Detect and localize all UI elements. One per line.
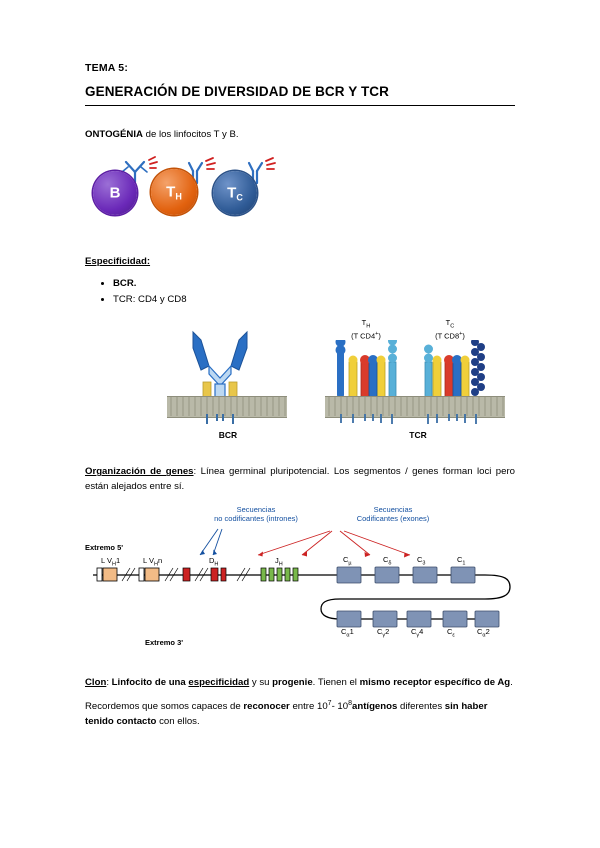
especificidad-heading-text: Especificidad: — [85, 255, 151, 267]
tcr-tc-tails — [427, 414, 477, 425]
gene-label-ca2: Cα2 — [477, 627, 490, 639]
gene-locus-figure: Secuencias no codificantes (intrones) Se… — [85, 505, 515, 660]
tcr-receptor-th-icon — [187, 156, 216, 184]
gene-label-ca1: Cα1 — [341, 627, 354, 639]
locus-diagram — [93, 566, 511, 628]
annotation-exons: Secuencias Codificantes (exones) — [356, 505, 430, 524]
membrane-band-bcr — [167, 396, 287, 419]
extremo-5-label: Extremo 5' — [85, 543, 124, 553]
organizacion-text: : Línea germinal pluripotencial. Los seg… — [85, 466, 515, 493]
bcr-tcr-membrane-figure: TH (T CD4+) TC (T CD8+) — [85, 318, 515, 453]
tcr-th-panel — [335, 340, 397, 399]
tema-label: TEMA 5: — [85, 62, 129, 74]
th-column-label: TH (T CD4+) — [351, 318, 381, 341]
page-title: GENERACIÓN DE DIVERSIDAD DE BCR Y TCR — [85, 84, 515, 106]
ontogenia-keyword: ONTOGÉNIA — [85, 129, 143, 140]
gene-label-cdelta: Cδ — [383, 555, 392, 567]
cell-th: TH — [151, 168, 197, 215]
bcr-label: BCR — [218, 430, 238, 441]
gene-label-dh: DH — [209, 556, 219, 568]
gene-label-c3: C3 — [417, 555, 426, 567]
ontogenia-rest: de los linfocitos T y B. — [142, 129, 239, 140]
recordemos-paragraph: Recordemos que somos capaces de reconoce… — [85, 699, 488, 727]
especificidad-list: BCR. TCR: CD4 y CD8 — [85, 276, 515, 309]
gene-label-c4: Cγ4 — [411, 627, 424, 639]
gene-label-c7: Cγ2 — [377, 627, 390, 639]
tcr-receptor-tc-icon — [247, 156, 276, 184]
gene-label-c1: C1 — [457, 555, 466, 567]
bcr-cytoplasmic-tails — [206, 414, 234, 425]
bcr-receptor-icon — [121, 155, 158, 183]
annotation-arrows — [199, 528, 411, 558]
gene-label-lv1: L VH1 — [101, 556, 121, 568]
lymphocyte-cells-figure: B TH — [85, 155, 515, 233]
membrane-tails-tc — [412, 396, 504, 417]
organizacion-paragraph: Organización de genes: Línea germinal pl… — [85, 465, 515, 495]
especificidad-heading: Especificidad: — [85, 255, 515, 270]
membrane-tails-bcr — [170, 396, 286, 417]
tcr-label: TCR — [409, 430, 427, 441]
membrane-tails-th — [328, 396, 420, 417]
cell-tc-label: TC — [227, 184, 243, 203]
clon-paragraph: Clon: Linfocito de una especificidad y s… — [85, 677, 513, 689]
extremo-3-label: Extremo 3' — [145, 638, 184, 648]
ontogenia-paragraph: ONTOGÉNIA de los linfocitos T y B. — [85, 128, 515, 143]
organizacion-keyword: Organización de genes — [85, 466, 194, 478]
gene-label-cepsilon: Cε — [447, 627, 455, 639]
gene-label-jh: JH — [275, 556, 283, 568]
cell-tc: TC — [213, 170, 257, 215]
gene-label-lvn: L VHn — [143, 556, 163, 568]
cell-th-label: TH — [166, 183, 182, 202]
document-content: TEMA 5: GENERACIÓN DE DIVERSIDAD DE BCR … — [85, 62, 515, 730]
tcr-th-tails — [340, 414, 393, 425]
cell-b-label: B — [109, 184, 121, 202]
list-item: TCR: CD4 y CD8 — [113, 292, 515, 308]
clon-keyword: Clon — [85, 677, 107, 689]
gene-label-cmu: Cµ — [343, 555, 352, 567]
bcr-panel — [192, 331, 248, 409]
list-item: BCR. — [113, 276, 515, 292]
cell-b: B — [93, 170, 137, 215]
annotation-introns: Secuencias no codificantes (intrones) — [214, 505, 298, 524]
tc-column-label: TC (T CD8+) — [435, 318, 465, 341]
